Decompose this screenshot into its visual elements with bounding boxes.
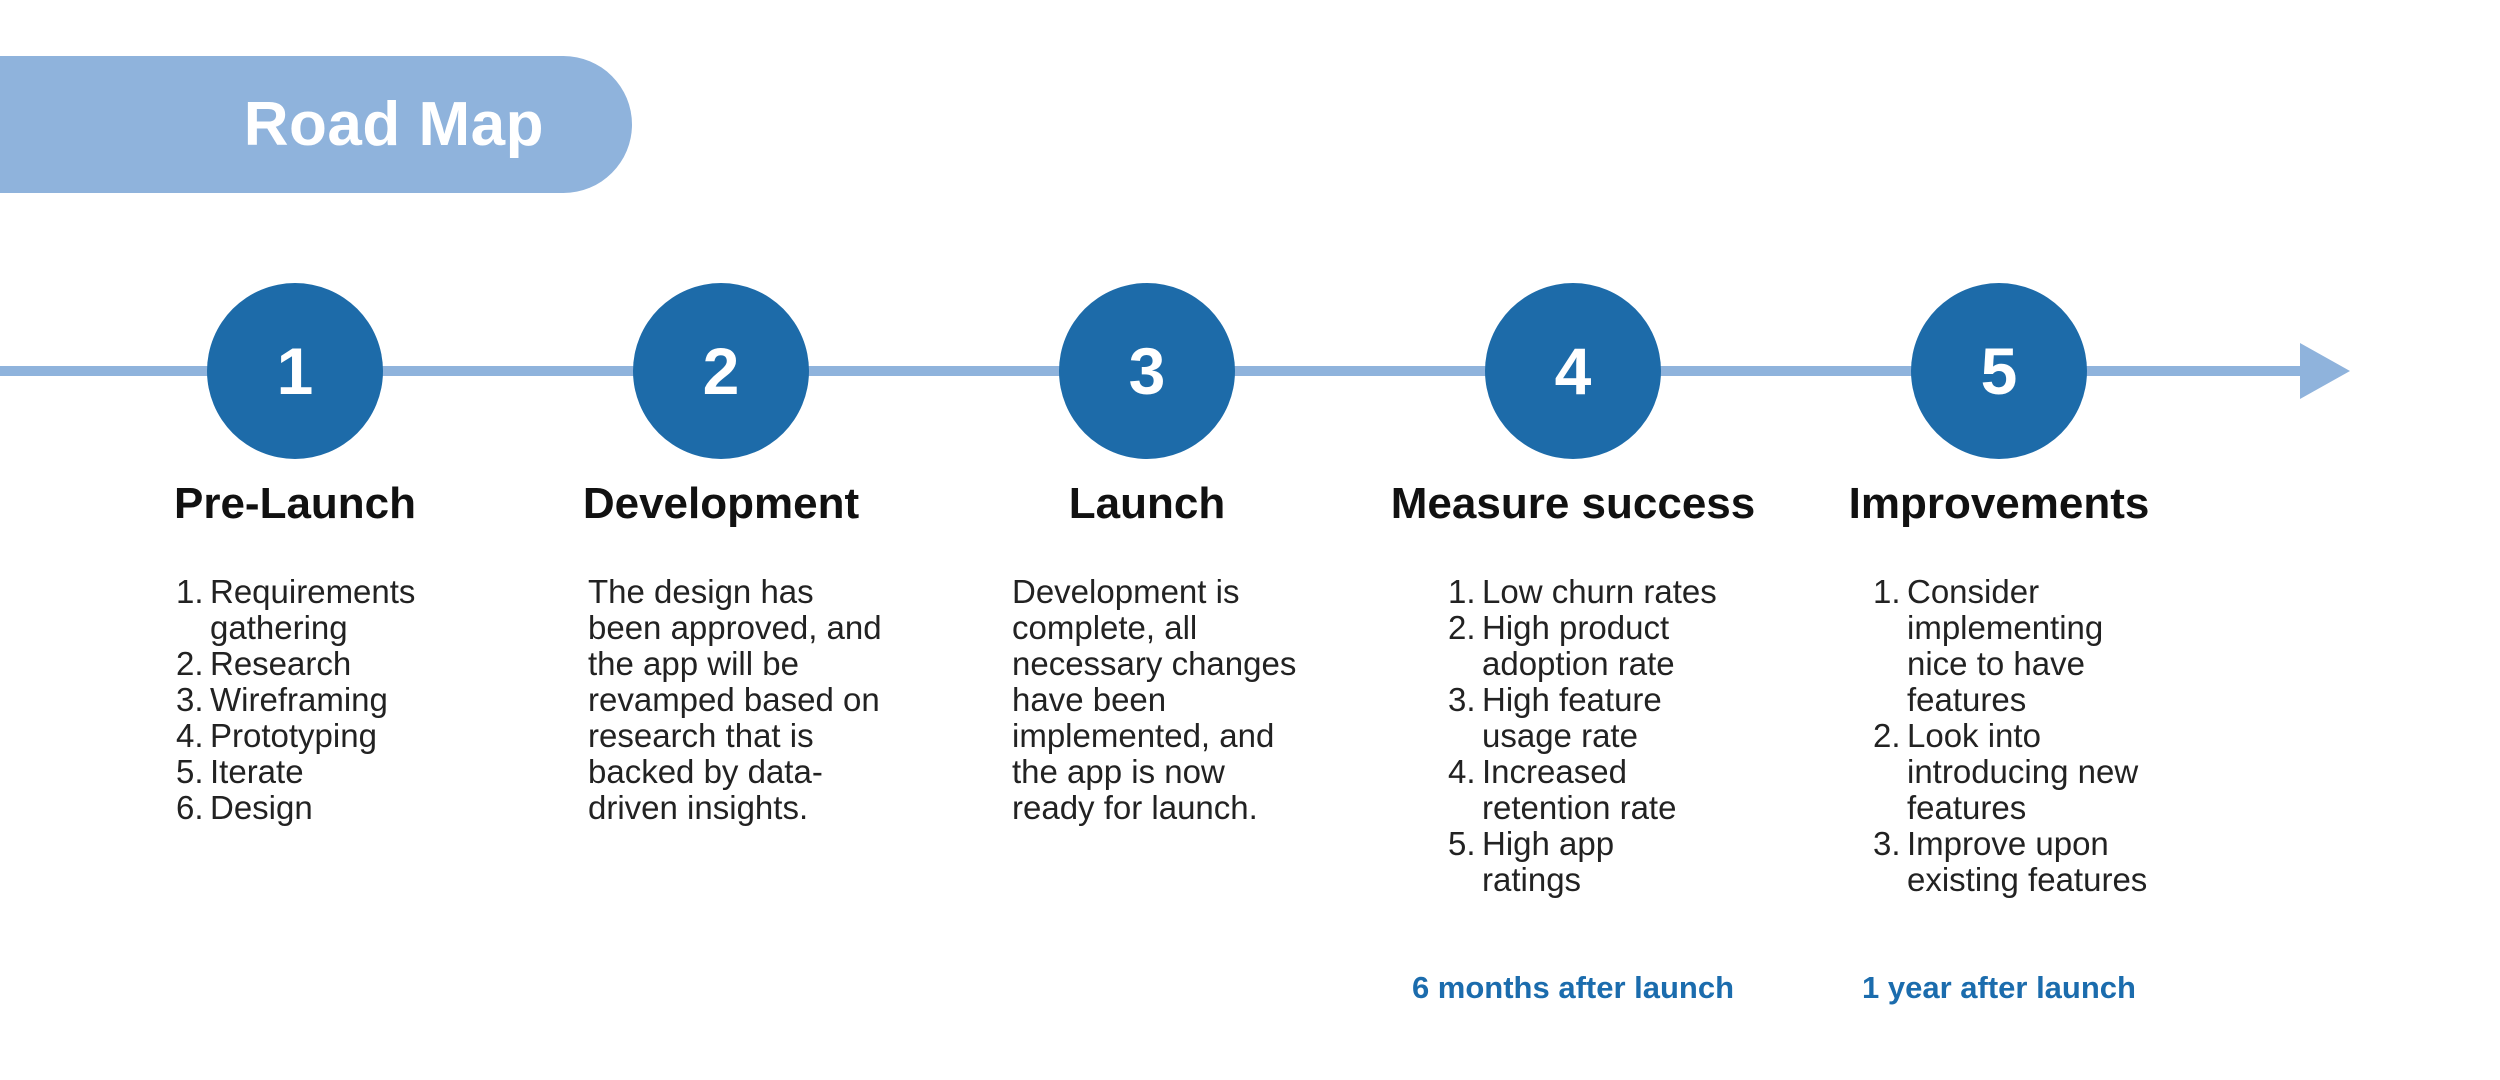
list-item: 3.High feature usage rate — [1448, 682, 1720, 754]
list-item-text: High app ratings — [1482, 825, 1615, 898]
list-item-number: 1. — [176, 573, 204, 610]
step-title: Development — [582, 479, 860, 528]
list-item-number: 2. — [176, 645, 204, 682]
step-circle-3: 3 — [1059, 283, 1235, 459]
list-item-text: Low churn rates — [1482, 573, 1717, 610]
list-item: 6.Design — [176, 790, 441, 826]
list-item: 3.Wireframing — [176, 682, 441, 718]
step-number: 5 — [1980, 334, 2018, 408]
list-item-number: 3. — [1448, 681, 1476, 718]
step-title: Pre-Launch — [173, 479, 417, 528]
list-item-number: 1. — [1873, 573, 1901, 610]
list-item-text: Wireframing — [210, 681, 388, 718]
step-number: 2 — [702, 334, 740, 408]
list-item-text: High product adoption rate — [1482, 609, 1675, 682]
list-item-number: 6. — [176, 789, 204, 826]
timeline-arrow-icon — [2300, 343, 2350, 399]
list-item: 2.High product adoption rate — [1448, 610, 1720, 682]
step-column-improvements: Improvements 1.Consider implementing nic… — [1789, 478, 2209, 1005]
list-item-number: 3. — [1873, 825, 1901, 862]
list-item-number: 3. — [176, 681, 204, 718]
list-item-text: Improve upon existing features — [1907, 825, 2148, 898]
step-circle-5: 5 — [1911, 283, 2087, 459]
step-circle-4: 4 — [1485, 283, 1661, 459]
step-number: 4 — [1554, 334, 1592, 408]
list-item-text: Consider implementing nice to have featu… — [1907, 573, 2104, 718]
list-item-number: 2. — [1448, 609, 1476, 646]
step-title: Measure success — [1390, 479, 1756, 528]
step-title: Launch — [1068, 479, 1226, 528]
list-item-text: Iterate — [210, 753, 304, 790]
step-timeframe-caption: 1 year after launch — [1862, 970, 2136, 1005]
step-column-development: Development The design has been approved… — [511, 478, 931, 826]
list-item-text: High feature usage rate — [1482, 681, 1662, 754]
step-column-launch: Launch Development is complete, all nece… — [937, 478, 1357, 826]
list-item-text: Prototyping — [210, 717, 377, 754]
step-circle-2: 2 — [633, 283, 809, 459]
list-item: 1.Low churn rates — [1448, 574, 1720, 610]
list-item-text: Increased retention rate — [1482, 753, 1677, 826]
step-circle-1: 1 — [207, 283, 383, 459]
roadmap-badge: Road Map — [0, 56, 632, 193]
step-description: Development is complete, all necessary c… — [1012, 573, 1297, 826]
list-item-text: Design — [210, 789, 313, 826]
list-item: 3.Improve upon existing features — [1873, 826, 2157, 898]
list-item-text: Research — [210, 645, 352, 682]
list-item: 5.High app ratings — [1448, 826, 1720, 898]
list-item-number: 4. — [1448, 753, 1476, 790]
step-number: 3 — [1128, 334, 1166, 408]
list-item-number: 2. — [1873, 717, 1901, 754]
step-number: 1 — [276, 334, 314, 408]
list-item-number: 5. — [1448, 825, 1476, 862]
list-item: 4.Increased retention rate — [1448, 754, 1720, 826]
list-item: 1.Consider implementing nice to have fea… — [1873, 574, 2157, 718]
list-item: 1.Requirements gathering — [176, 574, 441, 646]
step-title: Improvements — [1848, 479, 2150, 528]
list-item: 5.Iterate — [176, 754, 441, 790]
list-item: 4.Prototyping — [176, 718, 441, 754]
list-item-number: 1. — [1448, 573, 1476, 610]
list-item-text: Look into introducing new features — [1907, 717, 2139, 826]
list-item-number: 4. — [176, 717, 204, 754]
list-item: 2.Research — [176, 646, 441, 682]
step-description: The design has been approved, and the ap… — [588, 573, 882, 826]
list-item: 2.Look into introducing new features — [1873, 718, 2157, 826]
step-list: 1.Consider implementing nice to have fea… — [1873, 574, 2157, 898]
roadmap-badge-label: Road Map — [243, 90, 544, 159]
step-timeframe-caption: 6 months after launch — [1411, 970, 1735, 1005]
list-item-text: Requirements gathering — [210, 573, 416, 646]
list-item-number: 5. — [176, 753, 204, 790]
